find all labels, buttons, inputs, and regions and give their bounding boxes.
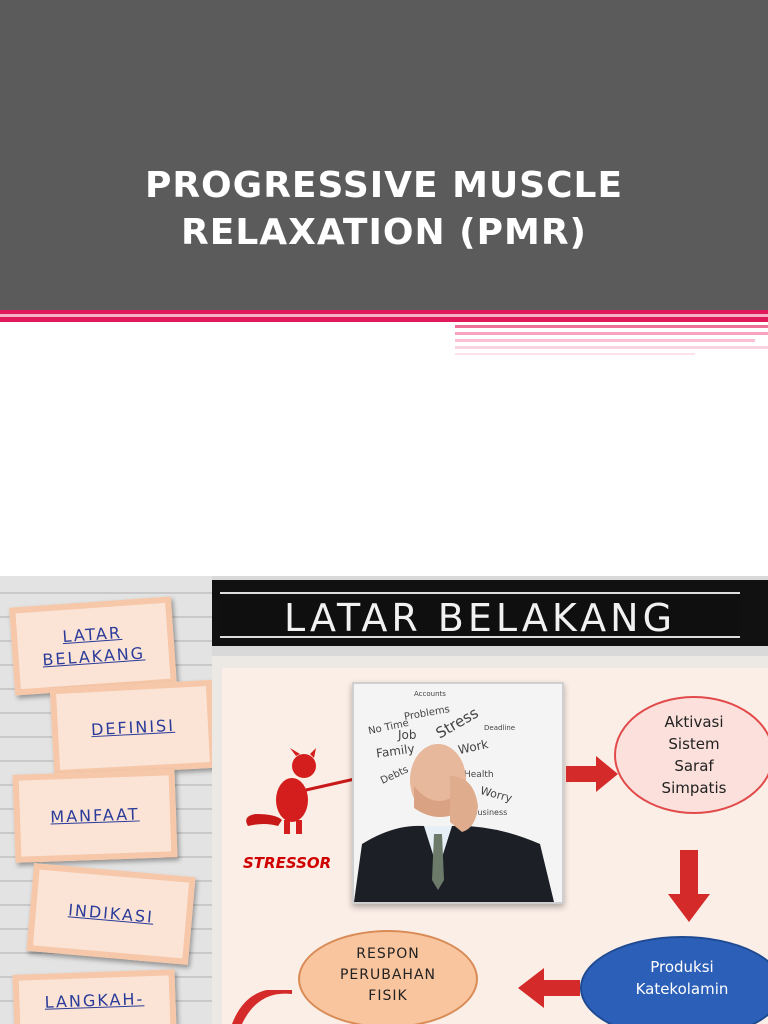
nav-tile-definisi[interactable]: DEFINISI bbox=[49, 679, 217, 777]
aktivasi-line: Saraf bbox=[674, 757, 714, 775]
produksi-line: Katekolamin bbox=[635, 980, 729, 998]
stressor-label: STRESSOR bbox=[243, 854, 332, 872]
accent-stripe-4 bbox=[455, 346, 768, 349]
slide-header-title: LATAR BELAKANG bbox=[283, 596, 677, 640]
accent-stripe-3 bbox=[455, 339, 755, 342]
nav-tile-label: LANGKAH- bbox=[44, 989, 145, 1012]
arrow-down-icon bbox=[668, 850, 710, 922]
aktivasi-line: Simpatis bbox=[661, 779, 727, 797]
nav-tile-label: INDIKASI bbox=[67, 900, 155, 927]
nav-tile-latar-belakang[interactable]: LATAR BELAKANG bbox=[9, 596, 177, 696]
arrow-left-icon bbox=[518, 968, 580, 1008]
aktivasi-line: Aktivasi bbox=[664, 713, 724, 731]
stressed-man-image: Problems Stress No Time Job Family Work … bbox=[352, 682, 564, 904]
stress-word: Job bbox=[398, 728, 417, 742]
accent-stripe-5 bbox=[455, 353, 695, 355]
curved-arrow-icon bbox=[232, 990, 292, 1024]
title-band bbox=[0, 0, 768, 310]
man-figure bbox=[354, 744, 554, 902]
respon-line: FISIK bbox=[368, 987, 408, 1004]
nav-tile-manfaat[interactable]: MANFAAT bbox=[12, 769, 178, 863]
slide-header-bar: LATAR BELAKANG bbox=[212, 580, 768, 646]
nav-tile-label: MANFAAT bbox=[50, 804, 140, 827]
slide-latar-belakang: LATAR BELAKANG DEFINISI MANFAAT INDIKASI… bbox=[0, 576, 768, 1024]
slide-title-line2: RELAXATION (PMR) bbox=[181, 212, 587, 253]
accent-stripe-pale bbox=[0, 314, 768, 317]
stress-word: Deadline bbox=[484, 724, 516, 732]
slide-title-line1: PROGRESSIVE MUSCLE bbox=[144, 165, 624, 206]
nav-tile-label: DEFINISI bbox=[90, 715, 176, 740]
stress-word: Health bbox=[464, 770, 494, 780]
accent-stripe-1 bbox=[455, 325, 768, 328]
nav-tile-langkah[interactable]: LANGKAH- bbox=[12, 969, 178, 1024]
nav-tile-indikasi[interactable]: INDIKASI bbox=[26, 863, 196, 965]
produksi-katekolamin-bubble: Produksi Katekolamin bbox=[580, 936, 768, 1024]
stress-word: Business bbox=[472, 808, 508, 817]
slide-title: PROGRESSIVE MUSCLE RELAXATION (PMR) bbox=[0, 162, 768, 256]
accent-stripe-2 bbox=[455, 332, 768, 335]
aktivasi-simpatis-bubble: Aktivasi Sistem Saraf Simpatis bbox=[614, 696, 768, 814]
respon-line: RESPON bbox=[356, 945, 420, 962]
produksi-line: Produksi bbox=[650, 958, 714, 976]
respon-line: PERUBAHAN bbox=[339, 966, 437, 983]
arrow-right-icon bbox=[566, 756, 618, 792]
respon-fisik-bubble: RESPON PERUBAHAN FISIK bbox=[298, 930, 478, 1024]
stress-word: Accounts bbox=[414, 690, 446, 698]
aktivasi-line: Sistem bbox=[668, 735, 720, 753]
